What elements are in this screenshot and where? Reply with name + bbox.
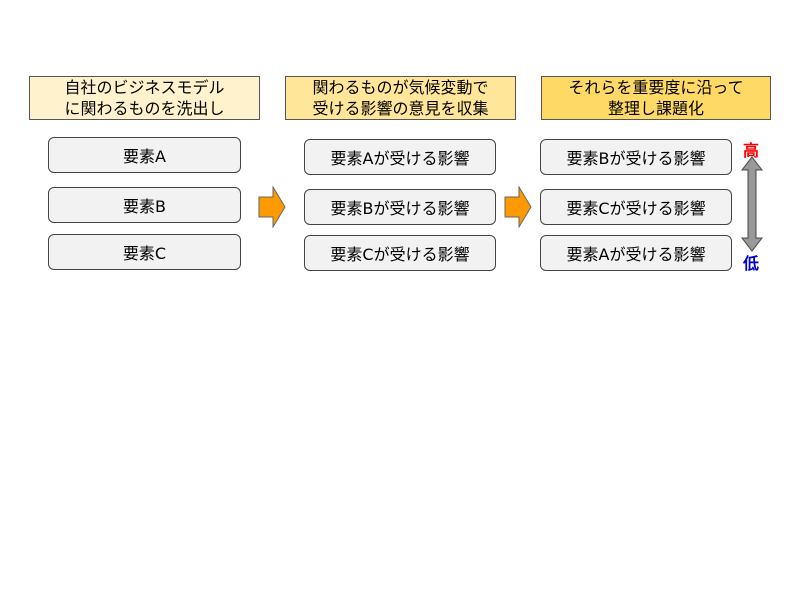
- impact-box-2: 要素Bが受ける影響: [304, 189, 496, 225]
- flow-arrow-right-icon: [258, 186, 286, 228]
- column-header-3: それらを重要度に沿って 整理し課題化: [541, 76, 771, 120]
- priority-box-1: 要素Bが受ける影響: [540, 139, 732, 175]
- flow-arrow-right-icon: [504, 186, 532, 228]
- element-box-a: 要素A: [48, 137, 241, 173]
- impact-box-3: 要素Cが受ける影響: [304, 235, 496, 271]
- priority-high-label: 高: [743, 141, 760, 160]
- impact-box-1: 要素Aが受ける影響: [304, 139, 496, 175]
- column-header-1-line-2: に関わるものを洗出し: [64, 99, 225, 118]
- column-header-2-line-2: 受ける影響の意見を収集: [312, 99, 489, 118]
- column-header-3-line-1: それらを重要度に沿って: [568, 78, 744, 97]
- element-box-b: 要素B: [48, 187, 241, 223]
- double-headed-vertical-arrow-icon: [740, 156, 764, 252]
- element-box-c: 要素C: [48, 234, 241, 270]
- column-header-2: 関わるものが気候変動で 受ける影響の意見を収集: [285, 76, 516, 120]
- column-header-1: 自社のビジネスモデル に関わるものを洗出し: [29, 76, 260, 120]
- column-header-2-line-1: 関わるものが気候変動で: [312, 78, 489, 97]
- column-header-3-line-2: 整理し課題化: [607, 99, 704, 118]
- priority-low-label: 低: [743, 254, 760, 273]
- priority-box-2: 要素Cが受ける影響: [540, 189, 732, 225]
- column-header-1-line-1: 自社のビジネスモデル: [64, 78, 225, 97]
- priority-box-3: 要素Aが受ける影響: [540, 235, 732, 271]
